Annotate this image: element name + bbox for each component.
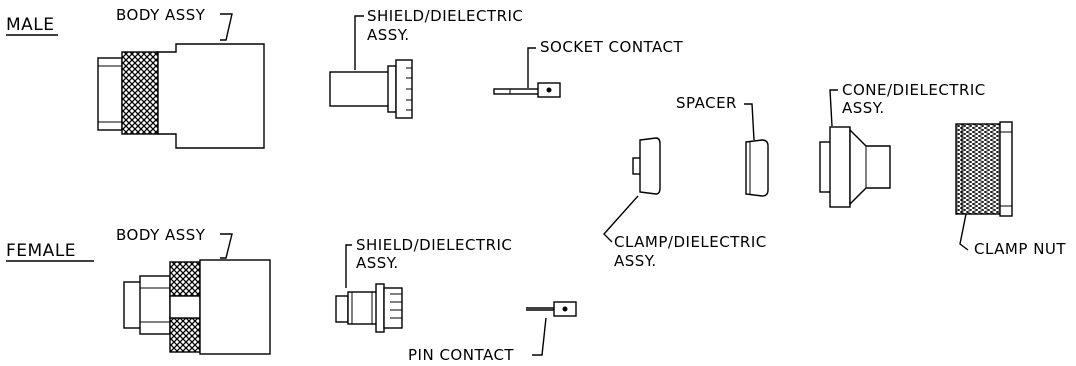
svg-text:CONE/DIELECTRIC: CONE/DIELECTRIC xyxy=(842,81,986,99)
svg-text:FEMALE: FEMALE xyxy=(6,241,76,261)
female-heading: FEMALE xyxy=(6,241,94,262)
svg-text:SHIELD/DIELECTRIC: SHIELD/DIELECTRIC xyxy=(367,7,523,25)
svg-text:ASSY.: ASSY. xyxy=(367,26,410,44)
svg-text:ASSY.: ASSY. xyxy=(842,99,885,117)
label-clamp-dielectric: CLAMP/DIELECTRIC ASSY. xyxy=(603,195,767,270)
svg-text:ASSY.: ASSY. xyxy=(356,254,399,272)
clamp-dielectric-assy xyxy=(632,137,661,195)
female-shield-dielectric-assy xyxy=(335,283,403,333)
socket-contact xyxy=(493,82,561,98)
female-body-assy xyxy=(123,259,271,355)
svg-text:BODY ASSY: BODY ASSY xyxy=(116,6,206,24)
label-pin-contact: PIN CONTACT xyxy=(408,317,547,364)
svg-text:CLAMP/DIELECTRIC: CLAMP/DIELECTRIC xyxy=(614,233,767,251)
svg-text:SPACER: SPACER xyxy=(676,94,737,112)
label-socket-contact: SOCKET CONTACT xyxy=(527,38,684,88)
label-body-assy-male: BODY ASSY xyxy=(116,6,233,41)
svg-text:PIN CONTACT: PIN CONTACT xyxy=(408,346,514,364)
male-shield-dielectric-assy xyxy=(329,59,413,119)
label-cone-dielectric: CONE/DIELECTRIC ASSY. xyxy=(829,81,986,127)
svg-text:MALE: MALE xyxy=(6,15,55,35)
svg-text:ASSY.: ASSY. xyxy=(614,252,657,270)
svg-text:SHIELD/DIELECTRIC: SHIELD/DIELECTRIC xyxy=(356,236,512,254)
svg-text:SOCKET CONTACT: SOCKET CONTACT xyxy=(540,38,684,56)
clamp-nut xyxy=(955,121,1013,217)
label-shield-male: SHIELD/DIELECTRIC ASSY. xyxy=(354,7,523,70)
label-body-assy-female: BODY ASSY xyxy=(116,226,233,259)
label-shield-female: SHIELD/DIELECTRIC ASSY. xyxy=(345,236,512,288)
pin-contact xyxy=(526,301,577,317)
cone-dielectric-assy xyxy=(819,126,891,208)
male-body-assy xyxy=(97,43,265,149)
label-spacer: SPACER xyxy=(676,94,755,141)
svg-text:BODY ASSY: BODY ASSY xyxy=(116,226,206,244)
svg-text:CLAMP NUT: CLAMP NUT xyxy=(974,240,1066,258)
label-clamp-nut: CLAMP NUT xyxy=(959,213,1066,258)
spacer xyxy=(745,139,769,197)
male-heading: MALE xyxy=(6,15,58,36)
